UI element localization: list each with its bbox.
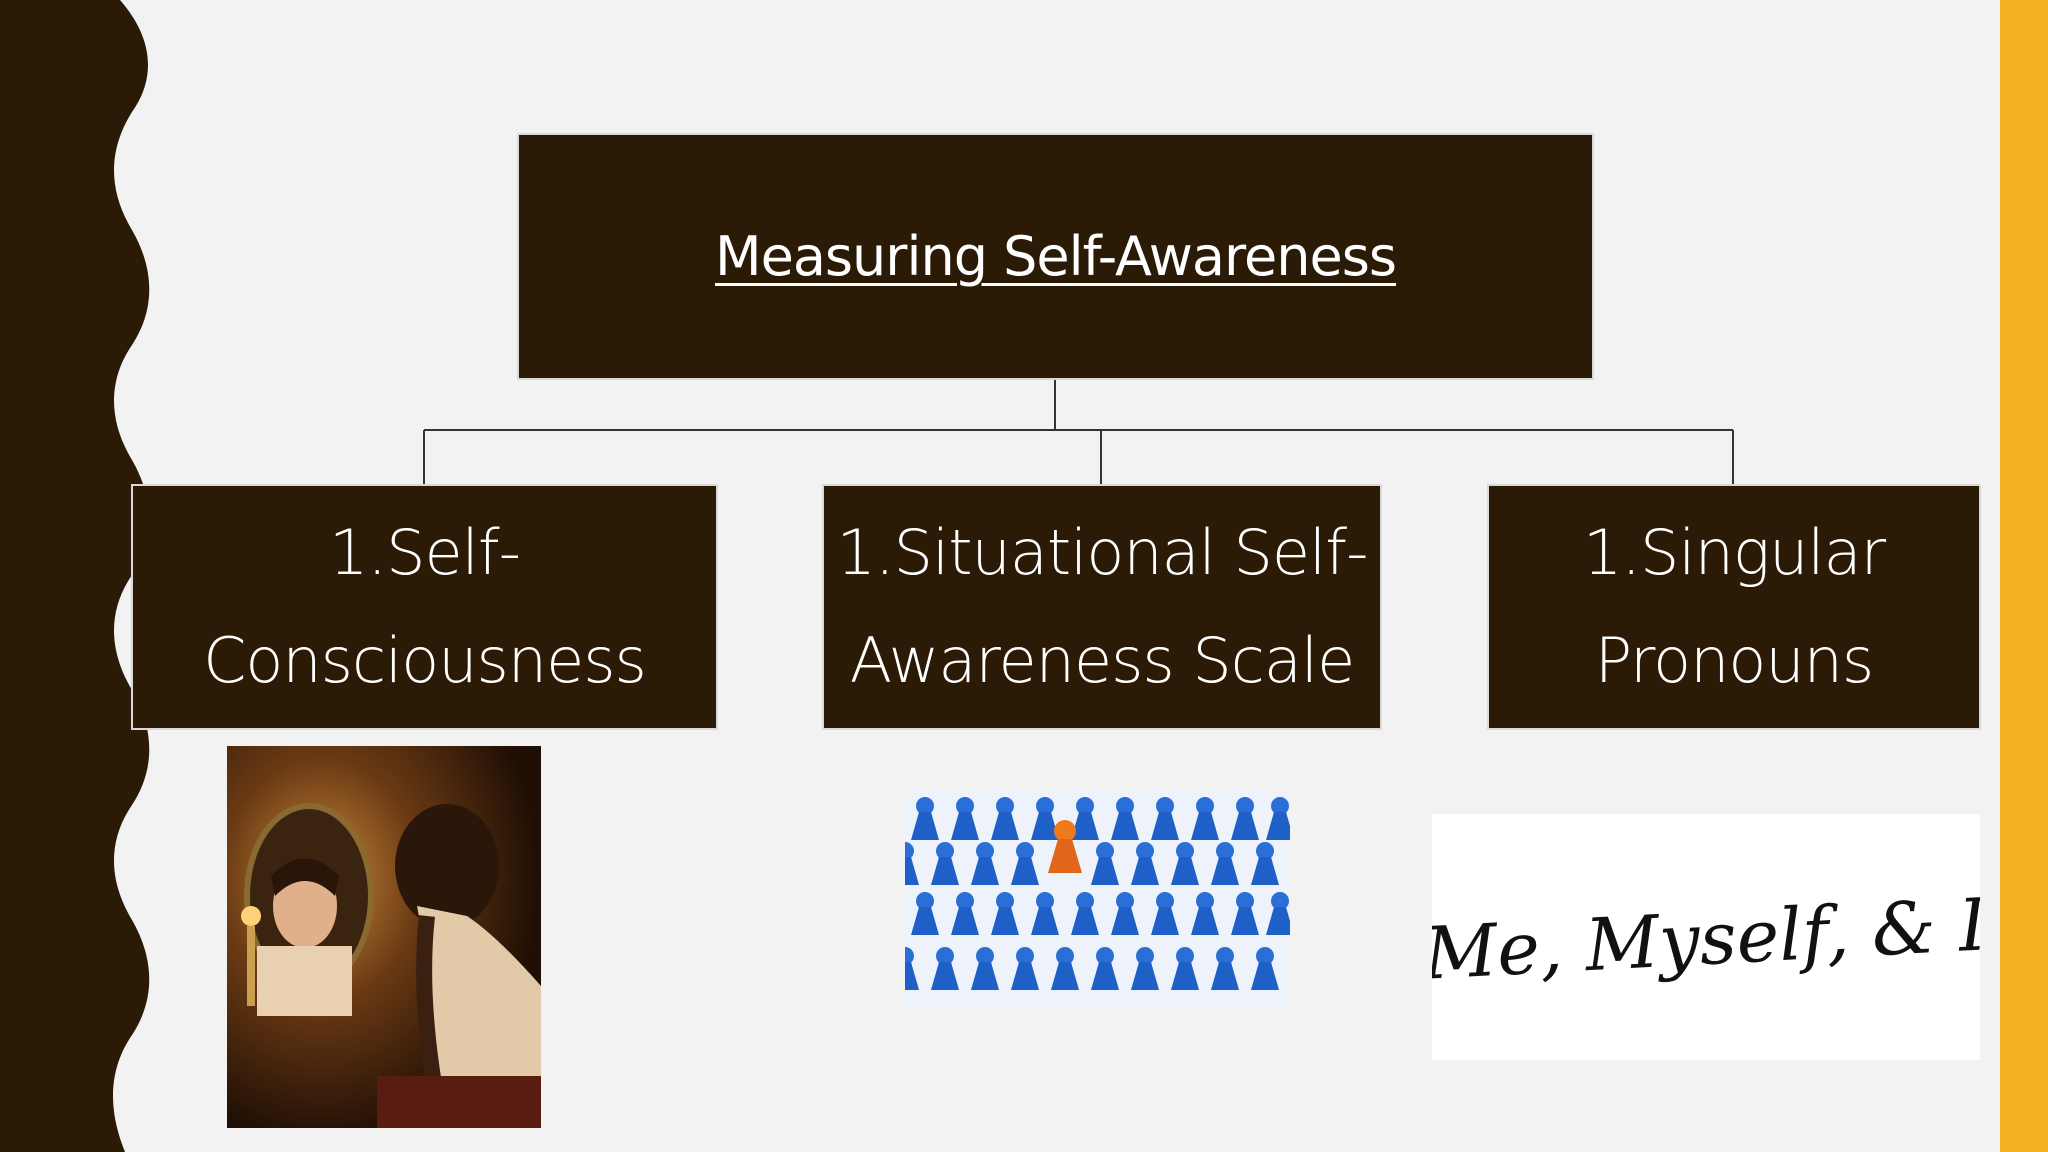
node-self-consciousness: 1.Self- Consciousness: [131, 484, 718, 730]
node-label-line1: 1.Singular: [1582, 516, 1886, 589]
slide-title: Measuring Self-Awareness: [715, 225, 1397, 288]
blue-pawns-one-orange-image: [905, 791, 1290, 1008]
node-label-line2: Pronouns: [1594, 624, 1874, 697]
painting-woman-at-mirror-image: [227, 746, 541, 1128]
node-label-line1: 1.Self-: [328, 516, 521, 589]
me-myself-and-i-image: Me, Myself, & I: [1432, 814, 1980, 1060]
right-accent-stripe: [2000, 0, 2048, 1152]
node-label-line2: Consciousness: [203, 624, 647, 697]
node-label-line2: Awareness Scale: [849, 624, 1355, 697]
left-wavy-band: [0, 0, 150, 1152]
title-box: Measuring Self-Awareness: [517, 133, 1594, 380]
node-singular-pronouns: 1.Singular Pronouns: [1487, 484, 1981, 730]
node-label-line1: 1.Situational Self-: [836, 516, 1369, 589]
node-situational-scale: 1.Situational Self- Awareness Scale: [822, 484, 1382, 730]
